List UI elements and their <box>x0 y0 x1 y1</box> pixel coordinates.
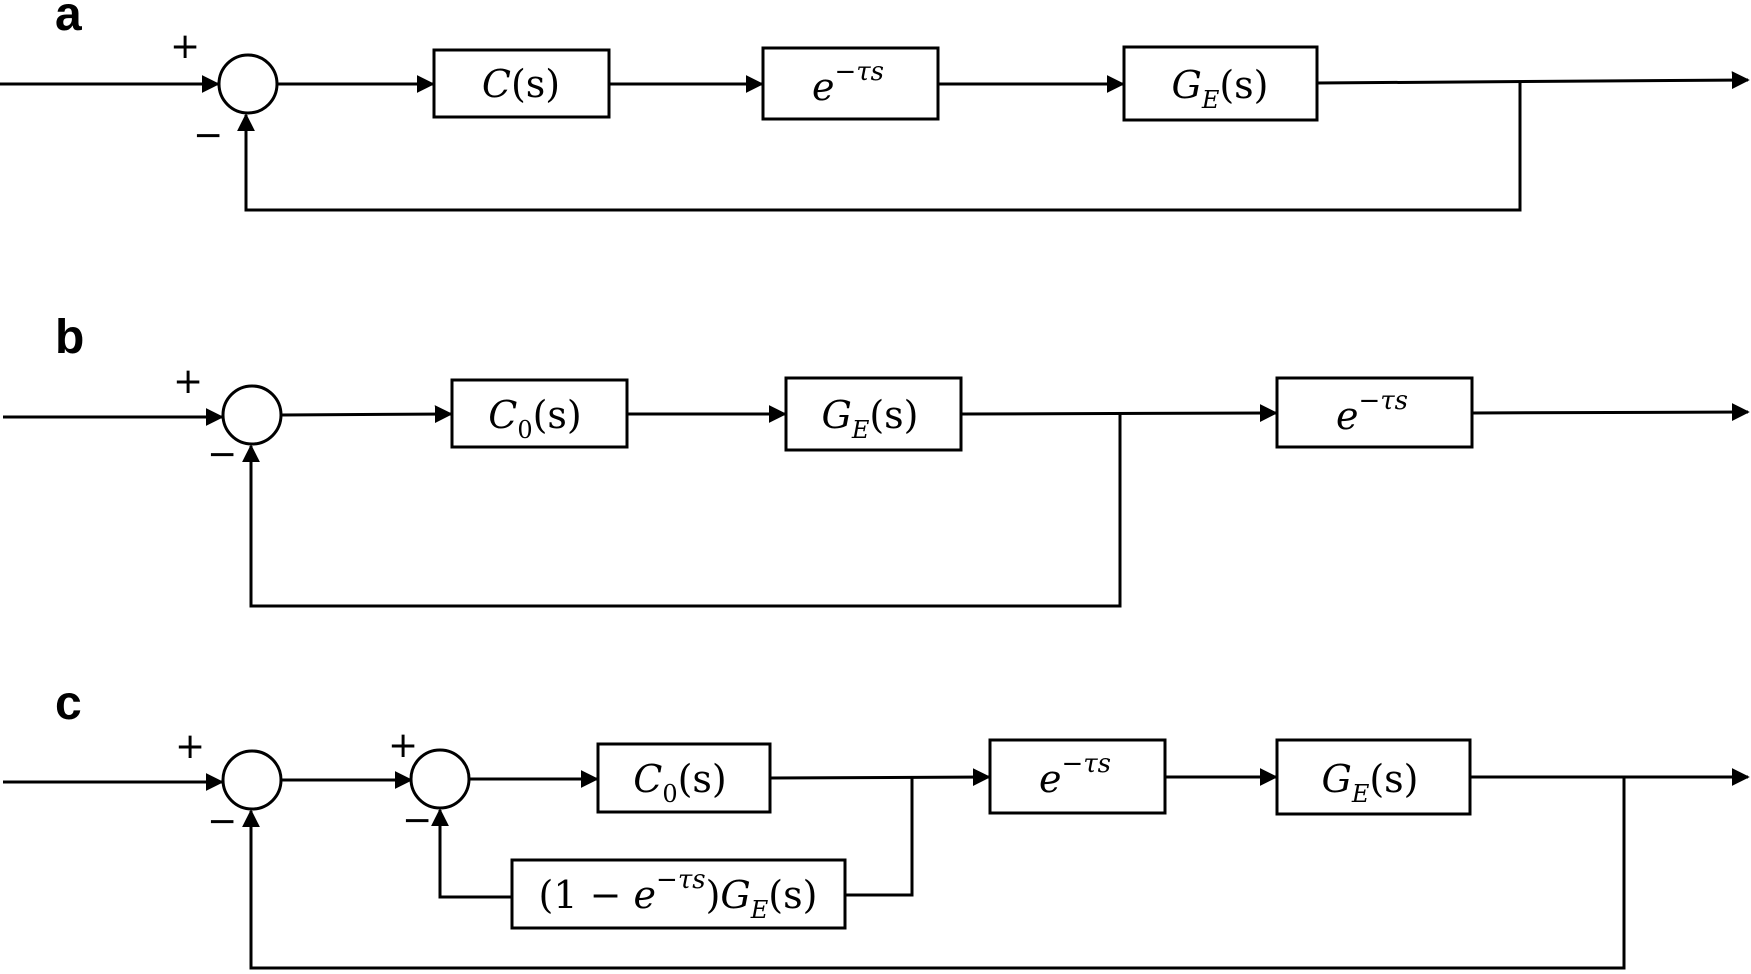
panel-label-a: a <box>55 0 82 41</box>
wire-ge-to-delay-b <box>960 404 1278 423</box>
output-arrow-b <box>1471 403 1750 422</box>
feedback-path-c <box>242 777 1626 970</box>
plant-label-a: GE(s) <box>1171 63 1268 114</box>
delay-block-b <box>1275 376 1474 449</box>
minus-sign-c-outer: − <box>207 801 237 842</box>
plant-label-b: GE(s) <box>821 393 918 444</box>
plus-sign-a: + <box>170 26 200 67</box>
predictor-block-c <box>510 858 847 930</box>
controller-block-c <box>596 742 772 814</box>
delay-block-c <box>988 738 1167 815</box>
delay-label-b: e−τs <box>1336 386 1408 438</box>
summing-junction-a <box>217 53 279 115</box>
controller-label-c: C0(s) <box>633 757 727 808</box>
plant-block-c <box>1275 738 1472 816</box>
plant-block-b <box>784 376 963 452</box>
delay-label-c: e−τs <box>1039 749 1111 801</box>
feedback-path-b <box>242 414 1122 608</box>
controller-label-b: C0(s) <box>488 393 582 444</box>
feedback-path-a <box>237 82 1522 212</box>
controller-label-a: C(s) <box>482 62 560 106</box>
delay-block-a <box>761 46 940 121</box>
plus-sign-c-outer: + <box>175 726 205 767</box>
delay-label-a: e−τs <box>812 57 884 109</box>
wire-sum-to-c0-b <box>280 405 453 424</box>
plant-label-c: GE(s) <box>1321 757 1418 808</box>
predictor-tap-wire-c <box>845 778 914 897</box>
predictor-feedback-wire-c <box>431 808 512 899</box>
minus-sign-c-inner: − <box>402 800 432 841</box>
panel-b: b + − C0(s) GE(s) e−τs <box>3 311 1750 608</box>
output-arrow-a <box>1316 71 1750 90</box>
panel-label-b: b <box>55 311 84 364</box>
panel-c: c + − + − C0(s) e−τs GE(s) (1 − e−τs)GE(… <box>3 677 1750 970</box>
minus-sign-a: − <box>193 115 223 156</box>
minus-sign-b: − <box>207 434 237 475</box>
plant-block-a <box>1122 45 1319 122</box>
predictor-label-c: (1 − e−τs)GE(s) <box>539 865 818 924</box>
panel-label-c: c <box>55 677 82 730</box>
plus-sign-c-inner: + <box>388 725 418 766</box>
wire-c0-to-delay-c <box>769 768 991 787</box>
panel-a: a + − C(s) e−τs GE(s) <box>0 0 1750 212</box>
plus-sign-b: + <box>173 361 203 402</box>
